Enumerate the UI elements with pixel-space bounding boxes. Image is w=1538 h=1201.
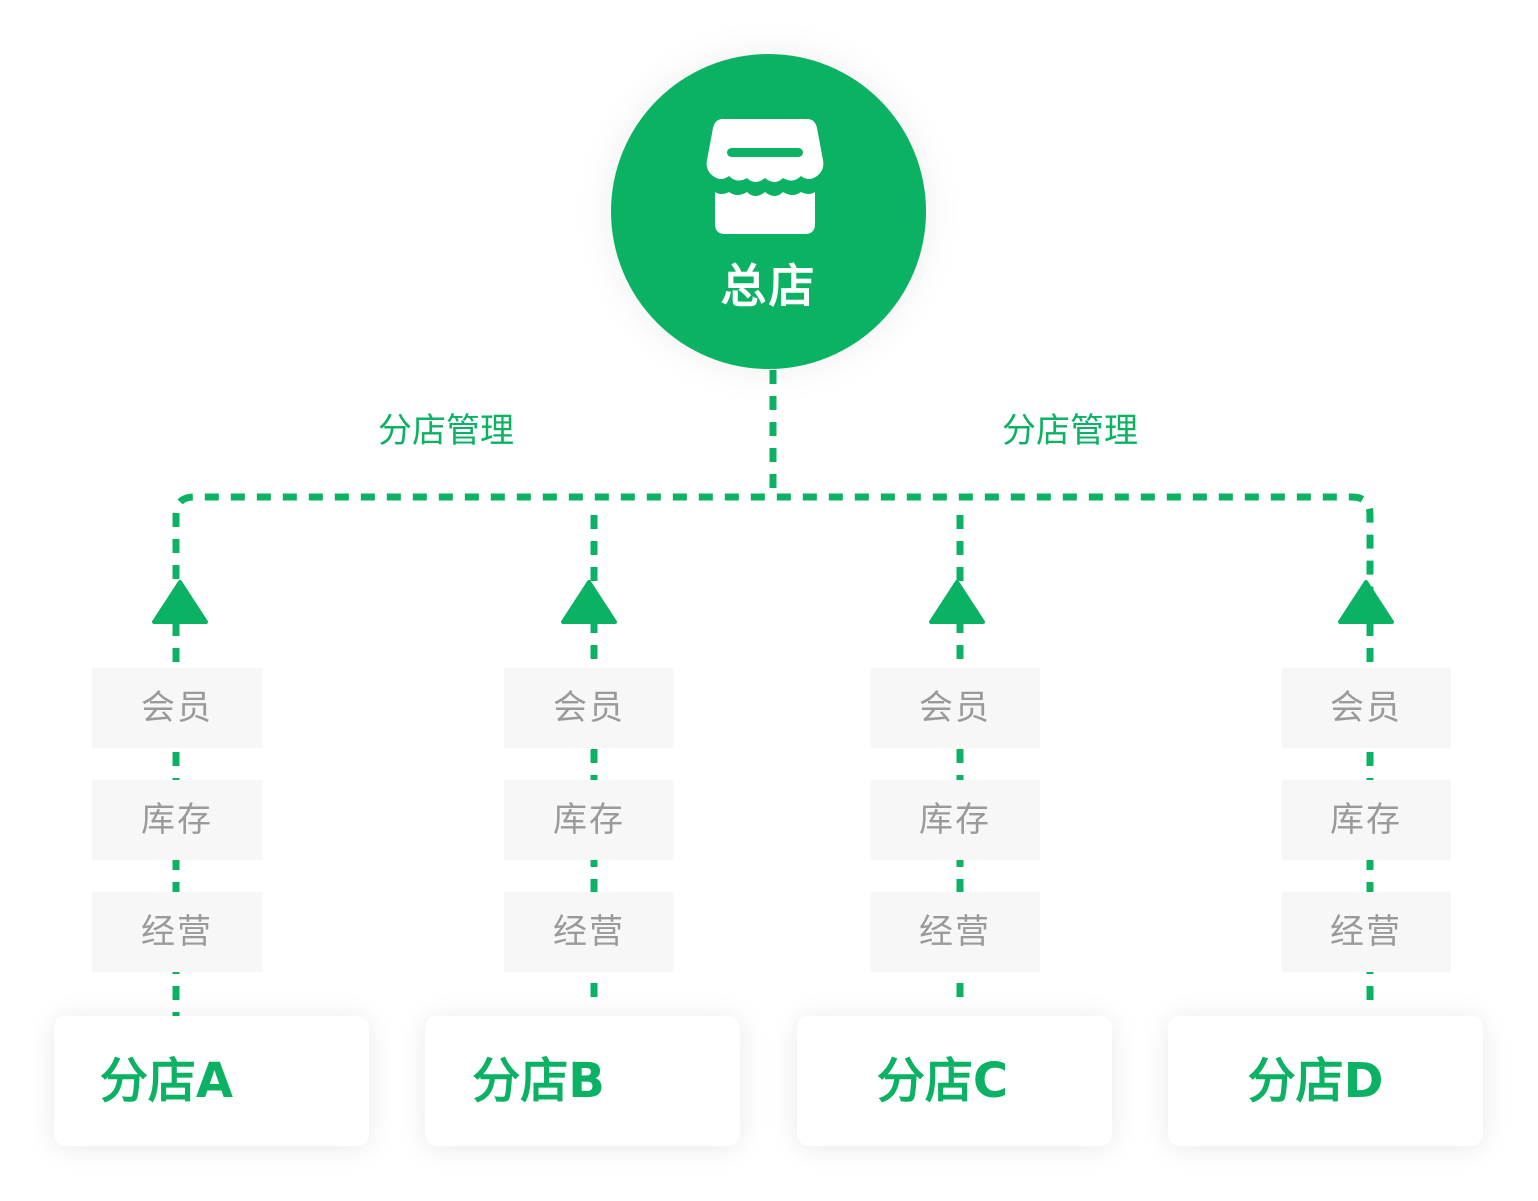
branch-card-b: 分店B (425, 1016, 740, 1146)
management-label-left: 分店管理 (378, 411, 514, 451)
branch-c-tag-member: 会员 (870, 668, 1040, 748)
branch-a-tag-operations: 经营 (92, 892, 262, 972)
branch-b-tag-member: 会员 (504, 668, 674, 748)
branch-b-tag-operations: 经营 (504, 892, 674, 972)
arrow-up-icon (561, 580, 617, 624)
arrow-up-icon (152, 580, 208, 624)
branch-d-tag-member: 会员 (1281, 668, 1451, 748)
branch-name-b: 分店B (472, 1053, 605, 1109)
branch-card-d: 分店D (1168, 1016, 1483, 1146)
branch-name-c: 分店C (876, 1053, 1009, 1109)
management-label-right: 分店管理 (1002, 411, 1138, 451)
arrow-up-icon (1338, 580, 1394, 624)
headquarters-title: 总店 (720, 259, 817, 313)
branch-card-c: 分店C (797, 1016, 1112, 1146)
branch-d-tag-operations: 经营 (1281, 892, 1451, 972)
branch-a-tag-member: 会员 (92, 668, 262, 748)
branch-c-tag-operations: 经营 (870, 892, 1040, 972)
branch-bus-line (172, 493, 1374, 605)
branch-b-tag-inventory: 库存 (504, 780, 674, 860)
headquarters-node: 总店 (611, 54, 926, 369)
branch-card-a: 分店A (54, 1016, 369, 1146)
branch-name-d: 分店D (1247, 1053, 1384, 1109)
arrow-up-icon (929, 580, 985, 624)
store-icon (706, 119, 824, 234)
branch-c-tag-inventory: 库存 (870, 780, 1040, 860)
branch-name-a: 分店A (99, 1053, 234, 1109)
branch-a-tag-inventory: 库存 (92, 780, 262, 860)
branch-d-tag-inventory: 库存 (1281, 780, 1451, 860)
